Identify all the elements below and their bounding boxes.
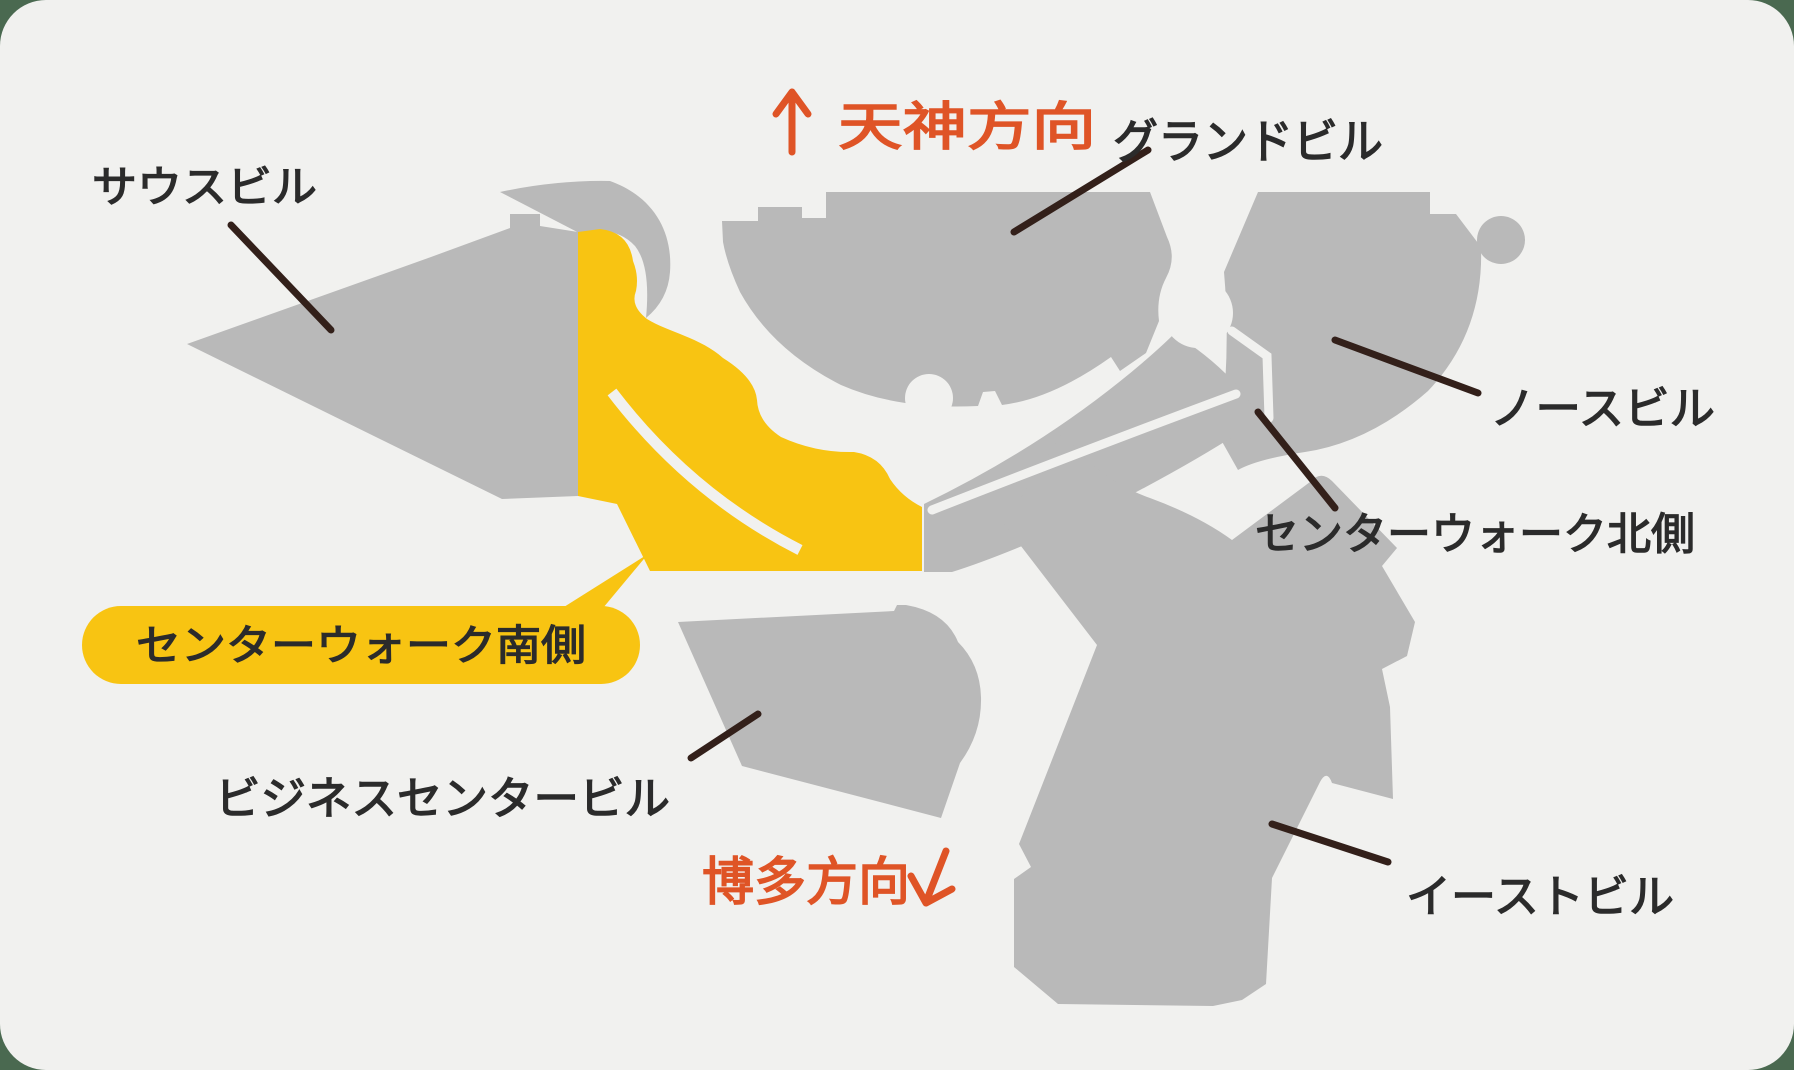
- north-building-dot: [1477, 216, 1525, 264]
- grand-building-shape[interactable]: [722, 192, 1172, 407]
- badge-tail: [556, 554, 648, 614]
- south-building-label: サウスビル: [92, 164, 317, 212]
- east-building-label: イーストビル: [1406, 871, 1674, 922]
- south-building-shape[interactable]: [187, 214, 578, 499]
- center-walk-south-badge[interactable]: [82, 606, 640, 684]
- east-building-shape[interactable]: [1004, 432, 1415, 1006]
- north-building-label: ノースビル: [1490, 383, 1715, 434]
- hakata-direction: 博多方向: [702, 847, 956, 912]
- grand-plaza-notch: [905, 374, 953, 422]
- leader-line-east: [1268, 820, 1392, 866]
- south-building-wing-shape[interactable]: [500, 180, 671, 318]
- business-center-label: ビジネスセンタービル: [215, 773, 670, 824]
- up-arrow-icon: [772, 88, 812, 156]
- tenjin-direction-label: 天神方向: [838, 99, 1096, 157]
- center-walk-south-arc: [607, 388, 803, 555]
- leader-line-north: [1331, 336, 1482, 397]
- hakata-direction-label: 博多方向: [702, 854, 910, 912]
- walkway-channel-north: [1227, 326, 1274, 423]
- leader-line-business-center: [687, 710, 762, 762]
- tenjin-direction: 天神方向: [772, 88, 1096, 157]
- center-walk-south-badge-label: センターウォーク南側: [136, 622, 586, 669]
- leader-line-grand: [1010, 146, 1152, 236]
- leader-line-center-walk-north: [1254, 408, 1339, 512]
- center-walk-north-label: センターウォーク北側: [1255, 510, 1695, 559]
- grand-building-label: グランドビル: [1113, 115, 1383, 168]
- north-building-shape[interactable]: [1220, 192, 1482, 470]
- plaza-circle: [1163, 278, 1233, 348]
- down-arrow-icon: [907, 847, 956, 907]
- walkway-channel: [927, 389, 1241, 515]
- business-center-building-shape[interactable]: [678, 605, 982, 818]
- leader-line-south: [227, 221, 335, 334]
- center-walk-south-highlight-shape[interactable]: [578, 229, 922, 571]
